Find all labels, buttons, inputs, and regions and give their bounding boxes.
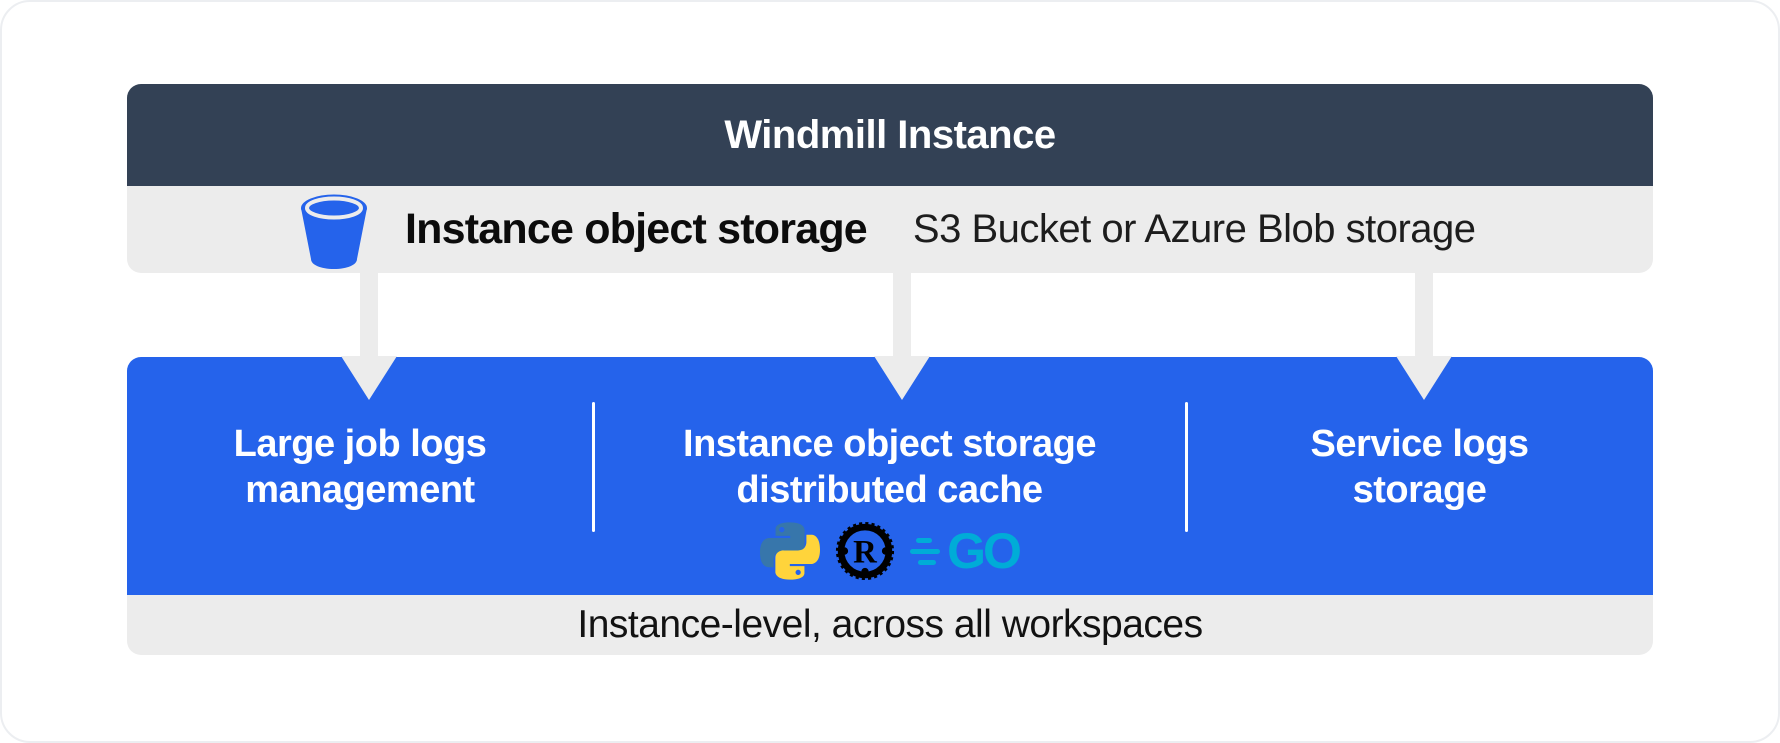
section-service-logs: Service logs storage <box>1186 357 1653 595</box>
windmill-instance-header: Windmill Instance <box>127 84 1653 186</box>
section-divider <box>1185 402 1188 532</box>
connector-arrow-right-stem <box>1415 270 1433 358</box>
footer-label: Instance-level, across all workspaces <box>577 603 1203 646</box>
storage-row-label: Instance object storage <box>405 205 868 253</box>
bucket-icon <box>301 194 367 269</box>
rust-icon: R <box>836 521 895 581</box>
section-distributed-cache: Instance object storage distributed cach… <box>593 357 1186 595</box>
section-title-line: distributed cache <box>736 469 1043 511</box>
go-logo-text: GO <box>947 523 1022 579</box>
language-logos-row: R GO <box>760 520 1022 582</box>
connector-arrow-left-head <box>341 356 397 400</box>
connector-arrow-middle-stem <box>893 270 911 358</box>
section-title-line: storage <box>1352 469 1487 511</box>
svg-text:R: R <box>853 534 877 570</box>
connector-arrow-right-head <box>1396 356 1452 400</box>
connector-arrow-left-stem <box>360 270 378 358</box>
diagram-title: Windmill Instance <box>724 112 1056 157</box>
section-divider <box>592 402 595 532</box>
python-icon <box>760 522 821 580</box>
instance-object-storage-row: Instance object storage S3 Bucket or Azu… <box>127 186 1653 273</box>
connector-arrow-middle-head <box>874 356 930 400</box>
section-title-line: management <box>245 469 475 511</box>
footer-bar: Instance-level, across all workspaces <box>127 595 1653 655</box>
section-title-line: Service logs <box>1310 423 1529 465</box>
section-title-line: Large job logs <box>233 423 487 465</box>
section-title-line: Instance object storage <box>683 423 1096 465</box>
section-large-job-logs: Large job logs management <box>127 357 593 595</box>
storage-row-sublabel: S3 Bucket or Azure Blob storage <box>912 207 1476 251</box>
go-speed-lines <box>910 537 941 565</box>
go-icon: GO <box>910 523 1022 579</box>
